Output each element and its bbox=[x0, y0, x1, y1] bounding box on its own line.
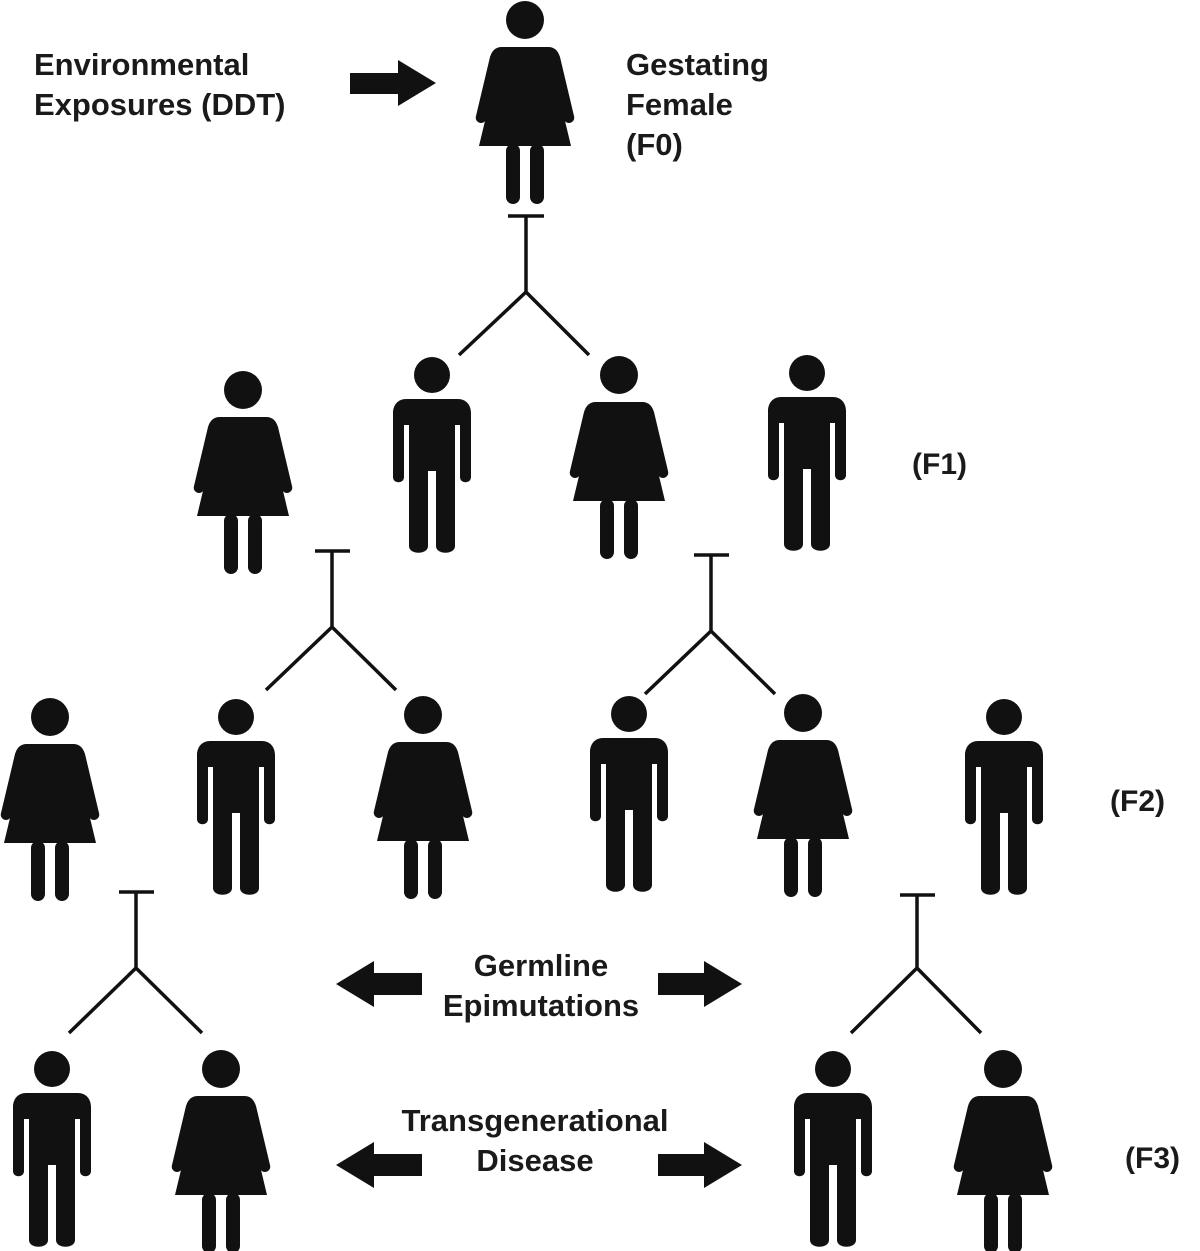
f3-female-icon bbox=[171, 1050, 271, 1251]
germline-label-line1: Germline bbox=[473, 948, 609, 983]
f2-female-icon bbox=[0, 698, 100, 901]
germline-epimutations-label: Germline Epimutations bbox=[400, 946, 682, 1026]
f2-left-connector bbox=[67, 890, 204, 1035]
disease-label-line2: Disease bbox=[476, 1143, 594, 1178]
f2-male-icon bbox=[590, 696, 668, 892]
f2-male-icon bbox=[965, 699, 1043, 895]
germline-right-arrow-icon bbox=[658, 961, 742, 1007]
f3-male-icon bbox=[794, 1051, 872, 1247]
exposure-arrow-icon bbox=[350, 60, 436, 106]
f2-male-icon bbox=[197, 699, 275, 895]
disease-right-arrow-icon bbox=[658, 1142, 742, 1188]
f1-male-icon bbox=[768, 355, 846, 551]
f3-female-icon bbox=[953, 1050, 1053, 1251]
exposure-label: Environmental Exposures (DDT) bbox=[34, 45, 285, 125]
germline-label-line2: Epimutations bbox=[442, 988, 640, 1023]
disease-label-line1: Transgenerational bbox=[401, 1103, 669, 1138]
f1-male-icon bbox=[393, 357, 471, 553]
transgenerational-disease-label: Transgenerational Disease bbox=[380, 1101, 690, 1181]
generation-label-f2: (F2) bbox=[1110, 785, 1165, 818]
exposure-label-line1: Environmental bbox=[34, 47, 250, 82]
disease-left-arrow-icon bbox=[336, 1142, 422, 1188]
generation-label-f1: (F1) bbox=[912, 448, 967, 481]
f0-label-line3: (F0) bbox=[626, 127, 683, 162]
f1-right-connector bbox=[643, 553, 777, 696]
f2-female-icon bbox=[753, 694, 853, 897]
f0-label: Gestating Female (F0) bbox=[626, 45, 769, 165]
f0-offspring-connector bbox=[457, 214, 591, 357]
f0-gestating-female-icon bbox=[475, 1, 575, 204]
f1-female-icon bbox=[193, 371, 293, 574]
f1-female-icon bbox=[569, 356, 669, 559]
f2-female-icon bbox=[373, 696, 473, 899]
f1-left-connector bbox=[264, 549, 398, 692]
generation-label-f3: (F3) bbox=[1125, 1142, 1180, 1175]
f2-right-connector bbox=[849, 893, 983, 1035]
germline-left-arrow-icon bbox=[336, 961, 422, 1007]
f0-label-line2: Female bbox=[626, 87, 733, 122]
f3-male-icon bbox=[13, 1051, 91, 1247]
exposure-label-line2: Exposures (DDT) bbox=[34, 87, 286, 122]
f0-label-line1: Gestating bbox=[626, 47, 769, 82]
